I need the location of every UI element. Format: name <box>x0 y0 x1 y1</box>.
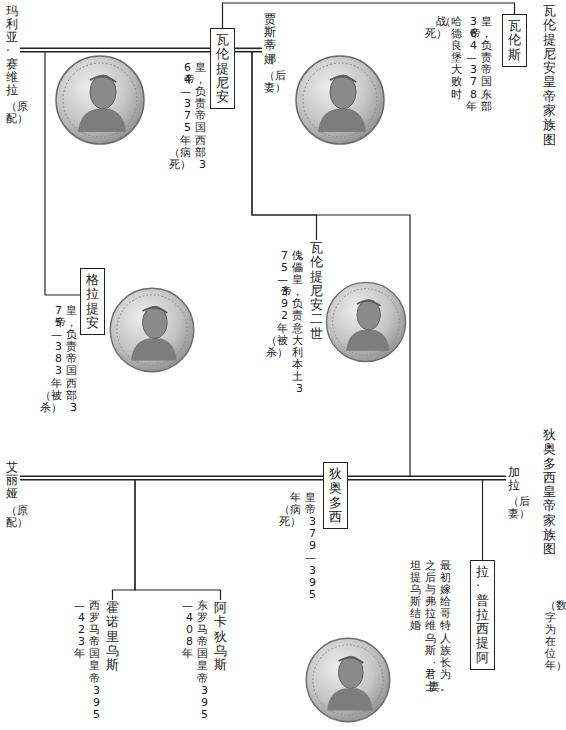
chart-title: 狄奥多西皇帝家族图 <box>543 428 556 557</box>
person-entry: 艾丽娅（原配） <box>4 460 20 502</box>
marriage-line-outer <box>235 48 262 53</box>
coin-image <box>306 638 390 722</box>
person-name: 瓦伦提尼安二世 <box>310 241 323 341</box>
coin-image <box>326 282 405 361</box>
marriage-line <box>348 478 506 479</box>
spouse-note: （后妻） <box>508 496 519 520</box>
person-name: 瓦伦提尼安 <box>216 33 229 104</box>
lineage-line-path <box>45 50 210 295</box>
person-entry: 加拉（后妻） <box>506 465 522 493</box>
reign-note: 最初嫁给哥特人族长为妻。之后与弗拉维乌斯·君士坦提乌斯结婚 <box>410 560 451 695</box>
marriage-line-outer <box>20 48 210 53</box>
person-name: 艾丽娅 <box>6 461 18 501</box>
person-name: 加拉 <box>508 466 520 492</box>
reign-note: 傀儡皇帝，负责意大利本土 375—392 年（被杀） <box>262 250 303 400</box>
lineage-line <box>348 478 483 560</box>
spouse-note: （后妻） <box>264 70 275 94</box>
person-entry: 霍诺里乌斯西罗马帝国皇帝 395—423 年 <box>104 600 121 673</box>
person-name: 霍诺里乌斯 <box>106 601 119 672</box>
lineage-line <box>235 50 317 240</box>
person-name: 拉·普拉西提阿 <box>476 565 489 665</box>
lineage-line-path <box>348 478 483 560</box>
marriage-line <box>20 478 323 479</box>
lineage-line <box>45 50 210 295</box>
lineage-line <box>235 50 506 478</box>
marriage-line-inner <box>20 477 323 479</box>
marriage-line-inner <box>20 49 210 51</box>
chart-title: 瓦伦提尼安皇帝家族图 <box>543 4 556 147</box>
person-entry: 瓦伦提尼安二世傀儡皇帝，负责意大利本土 375—392 年（被杀） <box>308 240 325 342</box>
lineage-line-path <box>235 50 317 240</box>
person-name: 阿卡狄乌斯 <box>214 601 227 672</box>
reign-note: 西罗马帝国皇帝 395—423 年 <box>74 600 100 722</box>
lineage-line-path <box>135 478 323 600</box>
person-name: 格拉提安 <box>86 273 99 330</box>
person-box: 拉·普拉西提阿最初嫁给哥特人族长为妻。之后与弗拉维乌斯·君士坦提乌斯结婚 <box>470 560 495 670</box>
person-name: 瓦伦斯 <box>508 19 521 62</box>
reign-note: 皇帝，负责帝国东部 364—378 年（哈德良堡大败时战死） <box>436 16 492 116</box>
person-box: 格拉提安皇帝，负责帝国西部 375—383 年（被杀） <box>80 268 105 335</box>
person-box: 瓦伦斯皇帝，负责帝国东部 364—378 年（哈德良堡大败时战死） <box>502 14 527 67</box>
connector-group <box>20 3 515 600</box>
person-box: 瓦伦提尼安皇帝，负责帝国西部 364—375 年（病死） <box>210 28 235 109</box>
person-entry: 贾斯蒂娜（后妻） <box>262 12 278 67</box>
spouse-note: （原配） <box>6 101 17 125</box>
marriage-line-inner <box>348 477 506 479</box>
person-box: 狄奥多西皇帝 379—395 年（病死） <box>323 462 348 529</box>
chart-note: （数字为在位年） <box>545 600 556 673</box>
marriage-line <box>235 50 262 51</box>
marriage-line-outer <box>20 476 323 481</box>
person-entry: 阿卡狄乌斯东罗马帝国皇帝 395—408 年 <box>212 600 229 673</box>
reign-note: 皇帝 379—395 年（病死） <box>290 492 316 602</box>
reign-note: 皇帝，负责帝国西部 364—375 年（病死） <box>165 62 206 172</box>
person-name: 贾斯蒂娜 <box>264 13 276 66</box>
marriage-line-outer <box>348 476 506 481</box>
spouse-note: （原配） <box>6 505 17 529</box>
person-name: 玛利亚·赛维拉 <box>6 5 18 97</box>
lineage-line-path <box>113 478 324 600</box>
reign-note: 皇帝，负责帝国西部 375—383 年（被杀） <box>36 305 77 415</box>
lineage-line <box>135 478 323 600</box>
coin-image <box>56 56 144 144</box>
coin-image <box>296 56 384 144</box>
marriage-line <box>20 50 210 51</box>
person-entry: 玛利亚·赛维拉（原配） <box>4 4 20 98</box>
reign-note: 东罗马帝国皇帝 395—408 年 <box>182 600 208 722</box>
person-name: 狄奥多西 <box>329 467 342 524</box>
lineage-line <box>113 478 324 600</box>
lineage-line-path <box>235 50 506 478</box>
marriage-line-inner <box>235 49 262 51</box>
coin-image <box>110 288 194 372</box>
